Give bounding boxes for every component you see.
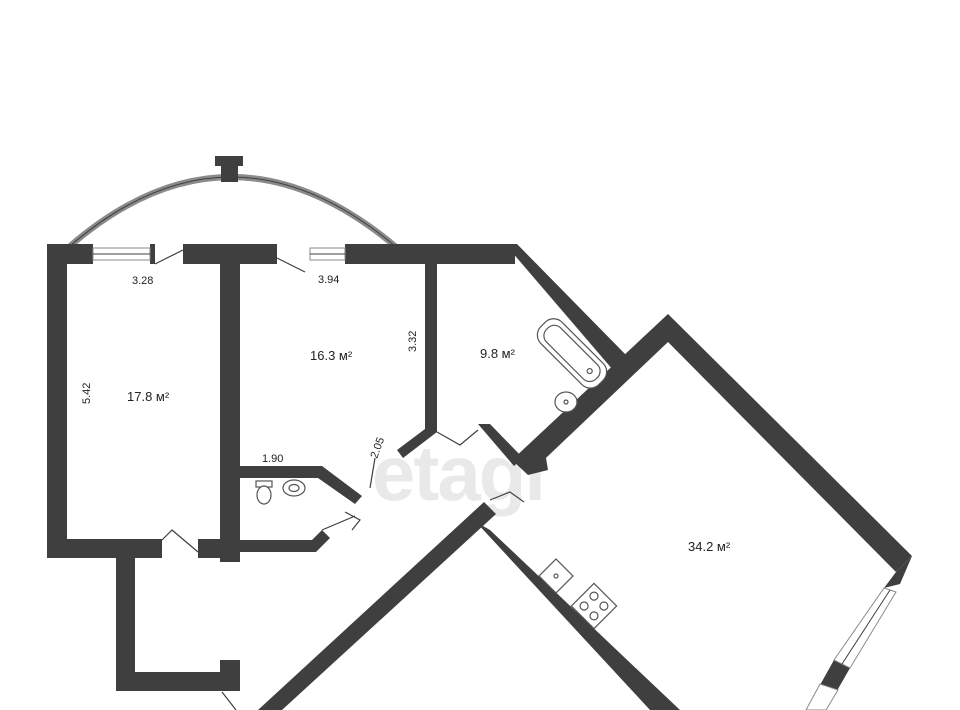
sink-icon bbox=[554, 391, 578, 413]
bay-window bbox=[68, 156, 397, 249]
dimension-label: 1.90 bbox=[262, 453, 283, 465]
kitchen-sink-icon bbox=[538, 558, 574, 594]
kitchen-window bbox=[805, 587, 897, 710]
toilet-icon bbox=[255, 480, 273, 505]
room-area-bathroom: 9.8 м² bbox=[480, 346, 516, 361]
washbasin-icon bbox=[282, 479, 306, 497]
stove-icon bbox=[570, 582, 618, 630]
room-area-bedroom: 17.8 м² bbox=[127, 389, 170, 404]
watermark: etagi bbox=[372, 429, 544, 517]
top-windows bbox=[92, 247, 346, 261]
dimension-label: 3.94 bbox=[318, 274, 339, 286]
dimension-label: 5.42 bbox=[81, 383, 93, 404]
fixtures bbox=[255, 318, 618, 630]
dimension-label: 3.32 bbox=[407, 331, 419, 352]
room-area-living: 16.3 м² bbox=[310, 348, 353, 363]
walls bbox=[47, 244, 912, 710]
room-area-kitchen: 34.2 м² bbox=[688, 539, 731, 554]
bathtub-icon bbox=[536, 318, 608, 389]
dimension-label: 3.28 bbox=[132, 275, 153, 287]
doors bbox=[154, 249, 525, 710]
